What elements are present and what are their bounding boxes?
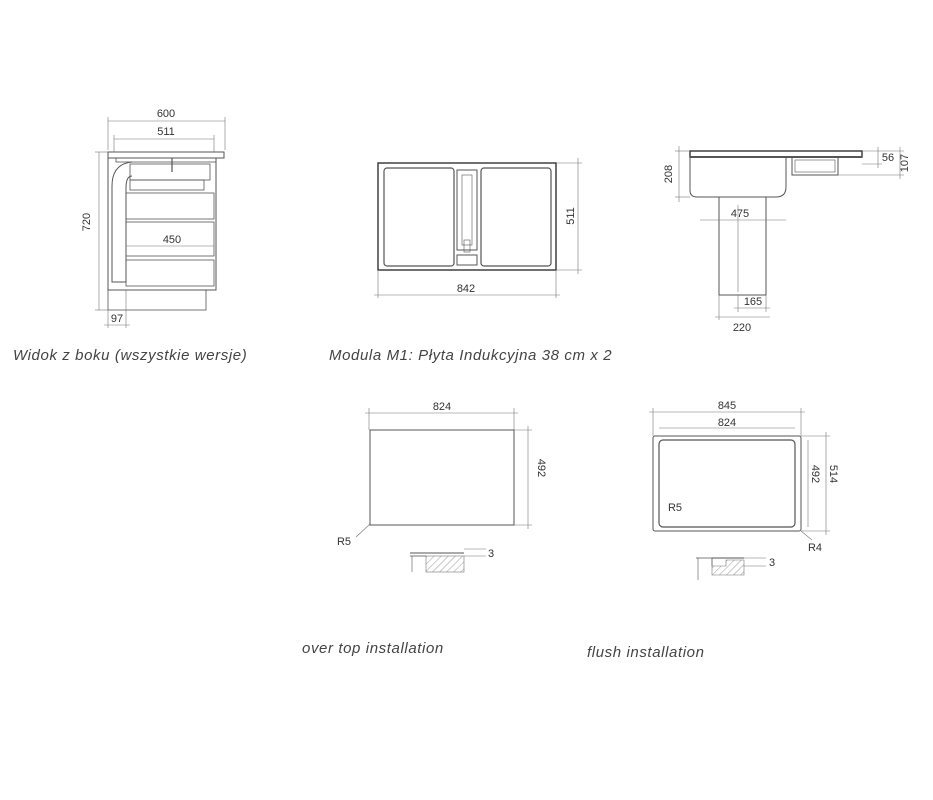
dim-824-flush: 824	[718, 417, 736, 429]
dim-824: 824	[433, 401, 451, 413]
dim-842: 842	[457, 283, 475, 295]
dim-845: 845	[718, 400, 736, 412]
module-top-view-drawing: 511 842	[374, 158, 582, 298]
dim-107: 107	[899, 154, 911, 172]
dim-475: 475	[731, 208, 749, 220]
dim-511: 511	[157, 126, 175, 138]
caption-side-view: Widok z boku (wszystkie wersje)	[13, 347, 248, 364]
radius-r5-flush: R5	[668, 502, 682, 514]
dim-450: 450	[163, 234, 181, 246]
over-top-cutout-drawing: 824 492 R5 3	[337, 401, 547, 573]
side-view-drawing: 600 511 450 720 97	[81, 108, 226, 328]
dim-511-vertical: 511	[565, 207, 577, 225]
caption-flush: flush installation	[587, 644, 705, 661]
dim-3-flush: 3	[769, 557, 775, 569]
section-view-drawing: 208 475 56 107 165 220	[663, 146, 911, 334]
caption-module: Modula M1: Płyta Indukcyjna 38 cm x 2	[329, 347, 613, 364]
radius-r4: R4	[808, 542, 822, 554]
dim-165: 165	[744, 296, 762, 308]
dim-220: 220	[733, 322, 751, 334]
dim-492-flush: 492	[809, 465, 821, 483]
radius-r5: R5	[337, 536, 351, 548]
dim-3-overtop: 3	[488, 548, 494, 560]
dim-492: 492	[535, 459, 547, 477]
dim-600: 600	[157, 108, 175, 120]
dim-514: 514	[827, 465, 839, 483]
dim-720: 720	[81, 213, 93, 231]
dim-97: 97	[111, 313, 123, 325]
dim-208: 208	[663, 165, 675, 183]
caption-over-top: over top installation	[302, 640, 444, 657]
dim-56: 56	[882, 152, 894, 164]
flush-cutout-drawing: 845 824 492 514 R5 R4 3	[649, 400, 839, 580]
